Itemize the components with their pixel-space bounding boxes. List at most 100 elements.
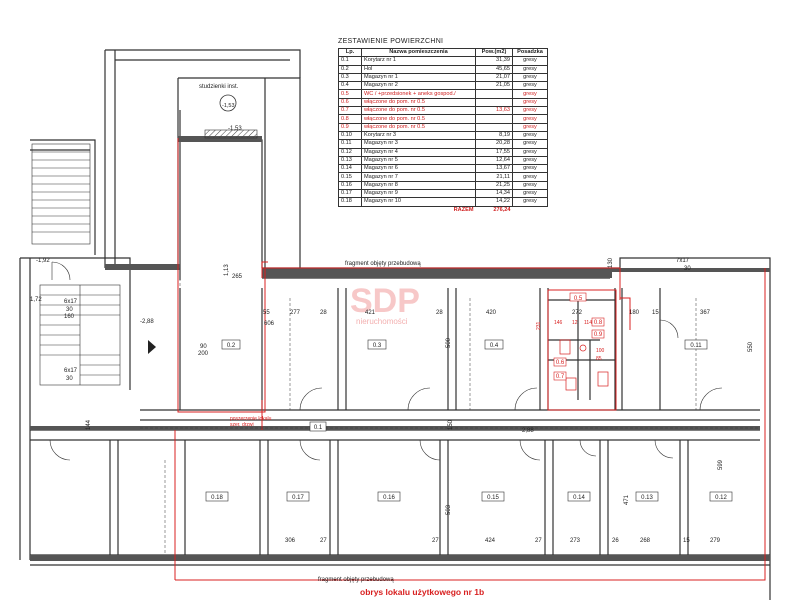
- dim-label: 1,13: [224, 264, 230, 276]
- dim-label: 420: [486, 310, 497, 316]
- cell-name: Magazyn nr 4: [361, 147, 476, 157]
- cell-name: włączone do pom. nr 0.5: [361, 106, 476, 116]
- cell-name: Magazyn nr 2: [361, 81, 476, 91]
- room-label: 0.6: [556, 360, 565, 366]
- cell-name: włączone do pom. nr 0.5: [361, 122, 476, 132]
- cell-lp: 0.8: [338, 114, 362, 124]
- cell-area: [475, 114, 513, 124]
- cell-area: 45,65: [475, 64, 513, 74]
- cell-floor: gresy: [512, 155, 548, 166]
- room-label: 0.1: [314, 425, 323, 431]
- dim-label: 367: [700, 310, 711, 316]
- shaft-label: studzienki inst.: [199, 84, 239, 90]
- cell-floor: gresy: [512, 147, 548, 157]
- unit-outline-caption: obrys lokalu użytkowego nr 1b: [360, 587, 484, 597]
- cell-name: Korytarz nr 1: [361, 56, 476, 66]
- cell-name: Magazyn nr 10: [361, 197, 476, 207]
- cell-floor: gresy: [512, 180, 548, 191]
- cell-name: Magazyn nr 3: [361, 139, 476, 149]
- cell-name: Magazyn nr 5: [361, 155, 476, 166]
- cell-floor: gresy: [512, 139, 548, 149]
- level-label: -1,92: [36, 258, 50, 264]
- cell-floor: gresy: [512, 172, 548, 182]
- dim-label: 160: [64, 314, 75, 320]
- cell-lp: 0.18: [338, 197, 362, 207]
- cell-floor: gresy: [512, 106, 548, 116]
- cell-floor: gresy: [512, 164, 548, 174]
- room-label: 0.14: [573, 495, 585, 501]
- extension-note: poszerzenie lokalu: [230, 416, 272, 422]
- dim-label: 273: [570, 538, 581, 544]
- table-header-row: Lp. Nazwa pomieszczenia Pow.(m2) Posadzk…: [338, 47, 548, 58]
- cell-name: Magazyn nr 1: [361, 72, 476, 83]
- dim-label: 55: [263, 310, 270, 316]
- area-table: Lp. Nazwa pomieszczenia Pow.(m2) Posadzk…: [338, 47, 548, 214]
- dim-label: 27: [320, 538, 327, 544]
- dim-label: 30: [66, 376, 73, 382]
- cell-name: Korytarz nr 3: [361, 130, 476, 141]
- room-label: 0.16: [383, 495, 395, 501]
- cell-area: 21,11: [475, 172, 513, 182]
- cell-lp: 0.3: [338, 72, 362, 83]
- dim-label: 277: [290, 310, 301, 316]
- cell-lp: 0.1: [338, 56, 362, 66]
- dim-label: 90: [200, 344, 207, 350]
- cell-floor: gresy: [512, 89, 548, 99]
- cell-area: 17,55: [475, 147, 513, 157]
- dim-label: 30: [684, 266, 691, 272]
- dim-label: 471: [624, 494, 630, 505]
- dim-label: 1,72: [30, 297, 42, 303]
- cell-area: 13,67: [475, 164, 513, 174]
- dim-label: 503: [446, 504, 452, 515]
- cell-area: [475, 89, 513, 99]
- dim-label: 130: [608, 257, 614, 268]
- dim-label: 306: [285, 538, 296, 544]
- dim-label: 268: [640, 538, 651, 544]
- room-label: 0.18: [211, 495, 223, 501]
- cell-lp: 0.5: [338, 89, 362, 99]
- wc-fixtures: [559, 339, 609, 391]
- room-label: 0.15: [487, 495, 499, 501]
- cell-area: 14,22: [475, 197, 513, 207]
- cell-floor: gresy: [512, 56, 548, 66]
- watermark-subtitle: nieruchomości: [356, 317, 408, 326]
- cell-lp: 0.10: [338, 130, 362, 141]
- room-label: 0.17: [292, 495, 304, 501]
- red-outline: [174, 138, 766, 581]
- dim-label: 12: [572, 320, 578, 326]
- dim-label: 30: [66, 307, 73, 313]
- cell-lp: 0.12: [338, 147, 362, 157]
- dim-label: 421: [365, 310, 376, 316]
- entrance-arrow-icon: [148, 340, 156, 354]
- dim-label: 100: [596, 348, 605, 354]
- dim-label: 15: [652, 310, 659, 316]
- room-label: 0.9: [594, 332, 603, 338]
- dim-label: 424: [485, 538, 496, 544]
- room-labels: 0.2 0.3 0.4 0.5 0.6 0.7 0.8 0.9 0.1 0.11…: [205, 292, 733, 502]
- cell-floor: gresy: [512, 81, 548, 91]
- cell-area: [475, 122, 513, 132]
- cell-area: 21,05: [475, 81, 513, 91]
- room-label: 0.4: [490, 343, 499, 349]
- dim-label: 550: [748, 341, 754, 352]
- cell-area: 31,39: [475, 56, 513, 66]
- header-area: Pow.(m2): [475, 47, 513, 58]
- cell-floor: gresy: [512, 189, 548, 199]
- fragment-label-top: fragment objęty przebudową: [345, 261, 421, 267]
- total-label: RAZEM: [453, 206, 474, 213]
- cell-area: 8,19: [475, 130, 513, 141]
- cell-area: 21,07: [475, 72, 513, 83]
- dim-label: 599: [718, 459, 724, 470]
- dim-label: 144: [86, 419, 92, 430]
- dim-label: 272: [572, 310, 583, 316]
- watermark-logo: SDP: [350, 282, 420, 320]
